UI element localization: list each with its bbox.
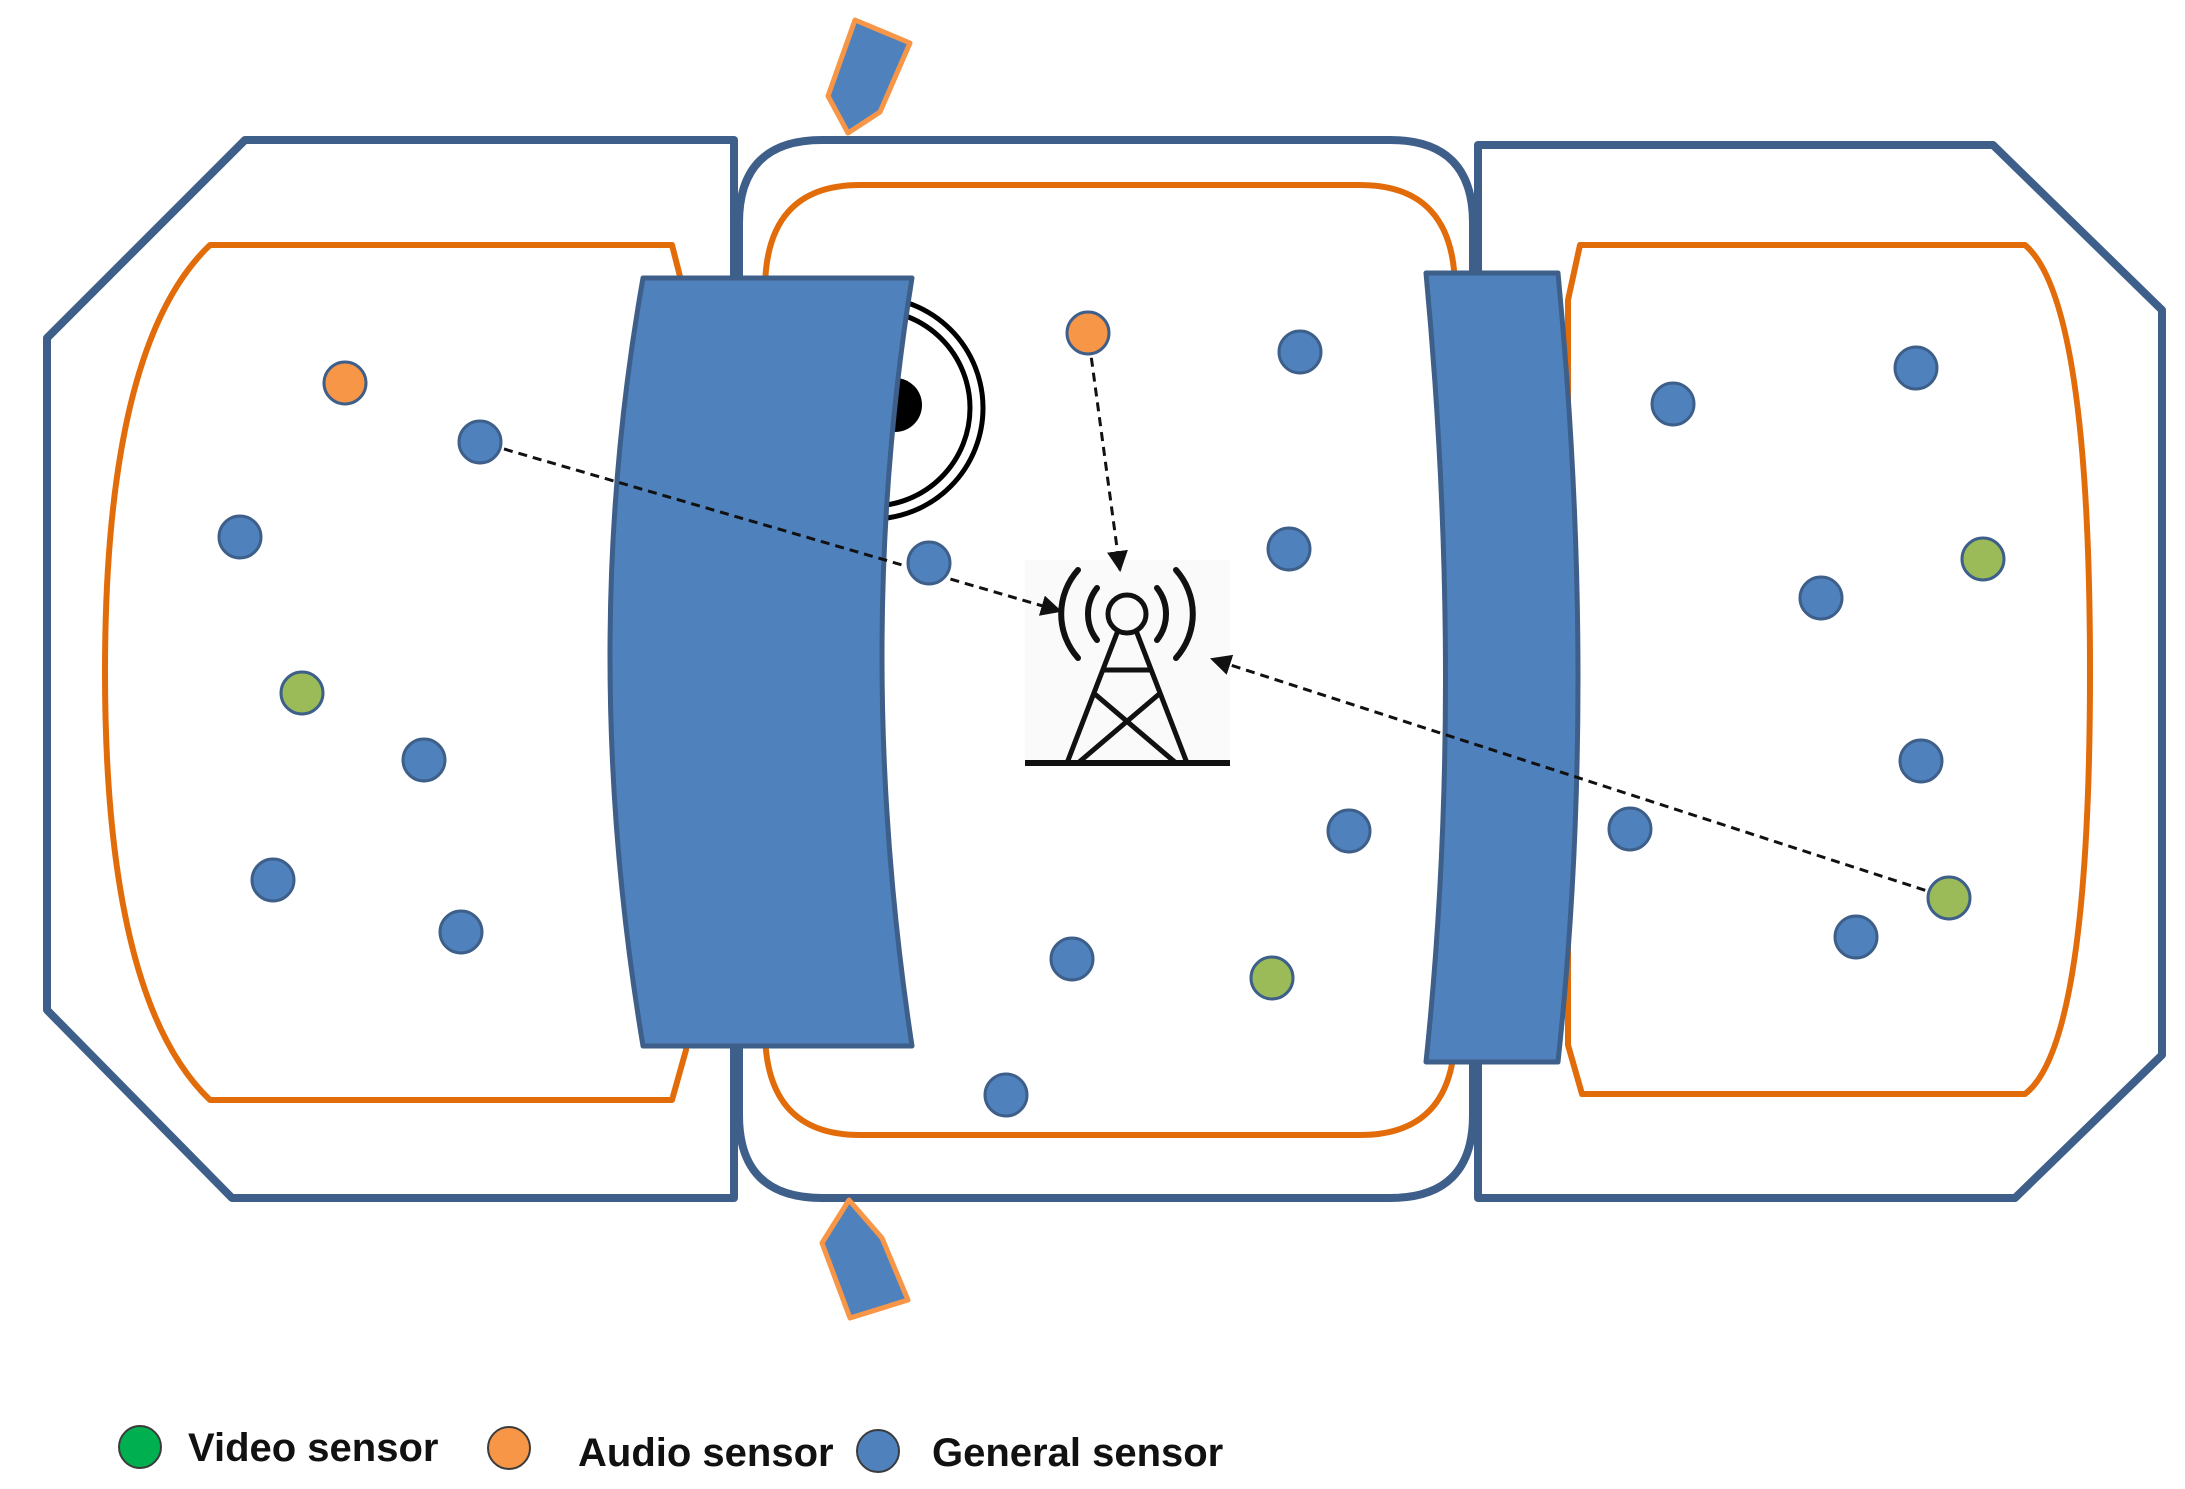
sensor-link-arrow bbox=[1089, 357, 1128, 573]
general-sensor-left bbox=[217, 514, 263, 560]
coverage-zones bbox=[102, 182, 2093, 1138]
general-sensor-left bbox=[401, 737, 447, 783]
right-room-outline bbox=[1474, 141, 2166, 1202]
building-outline bbox=[43, 136, 2166, 1202]
general-sensor-center bbox=[1326, 808, 1372, 854]
center-coverage-zone bbox=[762, 182, 1458, 1138]
legend-audio-marker bbox=[487, 1426, 531, 1470]
left-interior-wall bbox=[607, 275, 915, 1049]
general-sensor-right bbox=[1898, 738, 1944, 784]
sensor-link-arrow bbox=[1210, 654, 1926, 892]
general-sensor-left bbox=[438, 909, 484, 955]
general-sensor-center bbox=[1277, 329, 1323, 375]
legend: Video sensor Audio sensor General sensor bbox=[118, 1425, 1223, 1475]
legend-audio-label: Audio sensor bbox=[578, 1431, 834, 1475]
general-sensor-right bbox=[1833, 914, 1879, 960]
general-sensor-center bbox=[1266, 526, 1312, 572]
legend-video-label: Video sensor bbox=[188, 1426, 438, 1470]
left-coverage-zone bbox=[102, 242, 689, 1103]
audio-sensor-left bbox=[322, 360, 368, 406]
legend-video-marker bbox=[118, 1425, 162, 1469]
legend-general-marker bbox=[856, 1429, 900, 1473]
sensor-link-arrow bbox=[503, 447, 1063, 616]
video-sensor-center bbox=[1249, 955, 1295, 1001]
interior-walls bbox=[607, 270, 1581, 1065]
door-icon bbox=[819, 1197, 911, 1321]
general-sensor-left bbox=[250, 857, 296, 903]
general-sensor-right bbox=[1607, 806, 1653, 852]
video-sensor-right bbox=[1926, 875, 1972, 921]
audio-sensor-center bbox=[1065, 310, 1111, 356]
video-sensor-left bbox=[279, 670, 325, 716]
door-icon bbox=[825, 17, 913, 136]
sensor-links bbox=[503, 357, 1926, 892]
general-sensor-right bbox=[1893, 345, 1939, 391]
left-room-outline bbox=[43, 136, 738, 1202]
general-sensor-right bbox=[1798, 575, 1844, 621]
radio-tower-icon bbox=[1025, 560, 1230, 766]
general-sensor-center bbox=[1049, 936, 1095, 982]
general-sensor-right bbox=[1650, 381, 1696, 427]
center-room-outline bbox=[735, 136, 1477, 1202]
general-sensor-center bbox=[983, 1072, 1029, 1118]
legend-general-label: General sensor bbox=[932, 1431, 1223, 1475]
sensors bbox=[217, 310, 2006, 1118]
video-sensor-right bbox=[1960, 536, 2006, 582]
door-icons bbox=[819, 17, 913, 1321]
general-sensor-left bbox=[457, 419, 503, 465]
general-sensor-center bbox=[906, 540, 952, 586]
right-interior-wall bbox=[1423, 270, 1581, 1065]
right-coverage-zone bbox=[1565, 242, 2093, 1097]
